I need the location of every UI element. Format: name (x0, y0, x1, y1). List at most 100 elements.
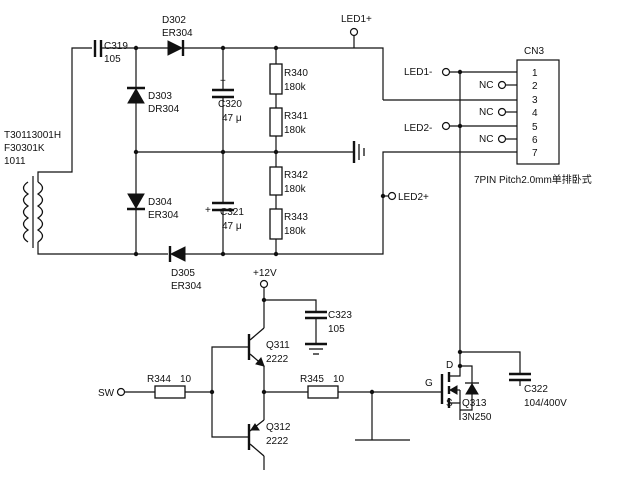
q313-type: 3N250 (462, 412, 492, 423)
resistor-r345: R345 10 (300, 374, 345, 399)
resistor-r340: R340 180k (269, 63, 308, 95)
junction-r-mid (273, 149, 279, 155)
r343-body (269, 208, 283, 240)
c319-value: 105 (104, 54, 121, 65)
cn3-pin5: 5 (532, 122, 538, 133)
net-led2-minus: LED2- (404, 123, 432, 134)
transformer-primary-winding (22, 181, 30, 243)
r344-ref: R344 (147, 374, 171, 385)
d303-type: DR304 (148, 104, 180, 115)
connector-cn3: CN3 1 2 3 4 5 6 7 (516, 46, 560, 165)
net-led1-plus: LED1+ (341, 14, 372, 25)
d305-type: ER304 (171, 281, 202, 292)
resistor-r343: R343 180k (269, 208, 308, 240)
mosfet-q313: D G S Q313 3N250 (425, 360, 492, 423)
c319-ref: C319 (104, 41, 128, 52)
q312-collector (249, 443, 265, 457)
d303-ref: D303 (148, 91, 172, 102)
junction-c320-top (220, 45, 226, 51)
r343-ref: R343 (284, 212, 308, 223)
c321-ref: C321 (220, 207, 244, 218)
c323-value: 105 (328, 324, 345, 335)
d305-ref: D305 (171, 268, 195, 279)
capacitor-c323: C323 105 (305, 310, 352, 335)
d304-type: ER304 (148, 210, 179, 221)
terminal-nc-pin4 (497, 107, 507, 117)
cn3-pin6: 6 (532, 135, 538, 146)
r342-body (269, 166, 283, 196)
terminal-led2-plus (387, 191, 397, 201)
r345-body (307, 385, 339, 399)
q313-gate-pin: G (425, 378, 433, 389)
r342-ref: R342 (284, 170, 308, 181)
wire-top-rail (183, 47, 384, 100)
junction-r-top (273, 45, 279, 51)
junction-c322 (457, 349, 463, 355)
capacitor-c322: C322 104/400V (509, 372, 567, 409)
resistor-r342: R342 180k (269, 166, 308, 196)
junction-c321-bottom (220, 251, 226, 257)
q312-ref: Q312 (266, 422, 291, 433)
diode-d302: D302 ER304 (162, 15, 193, 56)
terminal-led2-minus (441, 121, 451, 131)
nc-label-pin2: NC (479, 80, 493, 91)
c321-polarity: + (205, 205, 211, 216)
cn3-body (516, 59, 560, 165)
r343-value: 180k (284, 226, 307, 237)
q311-collector (249, 327, 265, 341)
terminal-nc-pin2 (497, 80, 507, 90)
junction-pin1 (457, 69, 463, 75)
r340-value: 180k (284, 82, 307, 93)
q313-diode-triangle (465, 383, 479, 395)
junction-pin5 (457, 123, 463, 129)
transformer-t301: T30113001H F30301K 1011 (4, 47, 92, 255)
diode-d303: D303 DR304 (127, 80, 180, 115)
terminal-sw (116, 387, 126, 397)
c320-polarity: + (220, 76, 226, 87)
r345-value: 10 (333, 374, 345, 385)
q312-type: 2222 (266, 436, 289, 447)
d305-triangle (169, 246, 186, 262)
wire-bottom-rail-right (185, 196, 384, 255)
diode-d305: D305 ER304 (168, 246, 202, 292)
r342-value: 180k (284, 184, 307, 195)
terminal-nc-pin6 (497, 134, 507, 144)
ground-symbol-c323 (305, 342, 327, 355)
junction-led2-plus (380, 193, 386, 199)
wire-base-tie (211, 346, 249, 438)
capacitor-c320: + C320 47 μ (212, 76, 242, 124)
d302-triangle (167, 40, 184, 56)
cn3-pin7: 7 (532, 148, 538, 159)
q313-drain-pin: D (446, 360, 453, 371)
capacitor-c319: C319 105 (93, 40, 128, 65)
r340-body (269, 63, 283, 95)
transistor-q312: Q312 2222 (247, 419, 291, 470)
junction-r-bottom (273, 251, 279, 257)
diode-d304: D304 ER304 (127, 188, 179, 221)
net-sw: SW (98, 388, 115, 399)
junction-drain (457, 363, 463, 369)
q313-drain-lead (449, 366, 461, 377)
r341-body (269, 107, 283, 137)
ground-symbol-mid (352, 141, 365, 163)
d304-triangle (127, 193, 145, 210)
cn3-pin1: 1 (532, 68, 538, 79)
transformer-label-line3: 1011 (4, 156, 26, 167)
cn3-description: 7PIN Pitch2.0mm单排卧式 (474, 173, 592, 186)
c322-value: 104/400V (524, 398, 567, 409)
net-led1-minus: LED1- (404, 67, 432, 78)
cn3-pin3: 3 (532, 95, 538, 106)
cn3-pin2: 2 (532, 81, 538, 92)
c322-ref: C322 (524, 384, 548, 395)
transformer-label-line2: F30301K (4, 143, 45, 154)
net-12v: +12V (253, 268, 277, 279)
wire-transformer-bottom (37, 242, 44, 255)
wire-transformer-top (37, 47, 92, 182)
cn3-pin4: 4 (532, 108, 538, 119)
q313-body-arrow (448, 385, 458, 395)
q311-emitter-arrow (255, 357, 265, 367)
junction-c-mid (220, 149, 226, 155)
r340-ref: R340 (284, 68, 308, 79)
q311-ref: Q311 (266, 340, 290, 351)
